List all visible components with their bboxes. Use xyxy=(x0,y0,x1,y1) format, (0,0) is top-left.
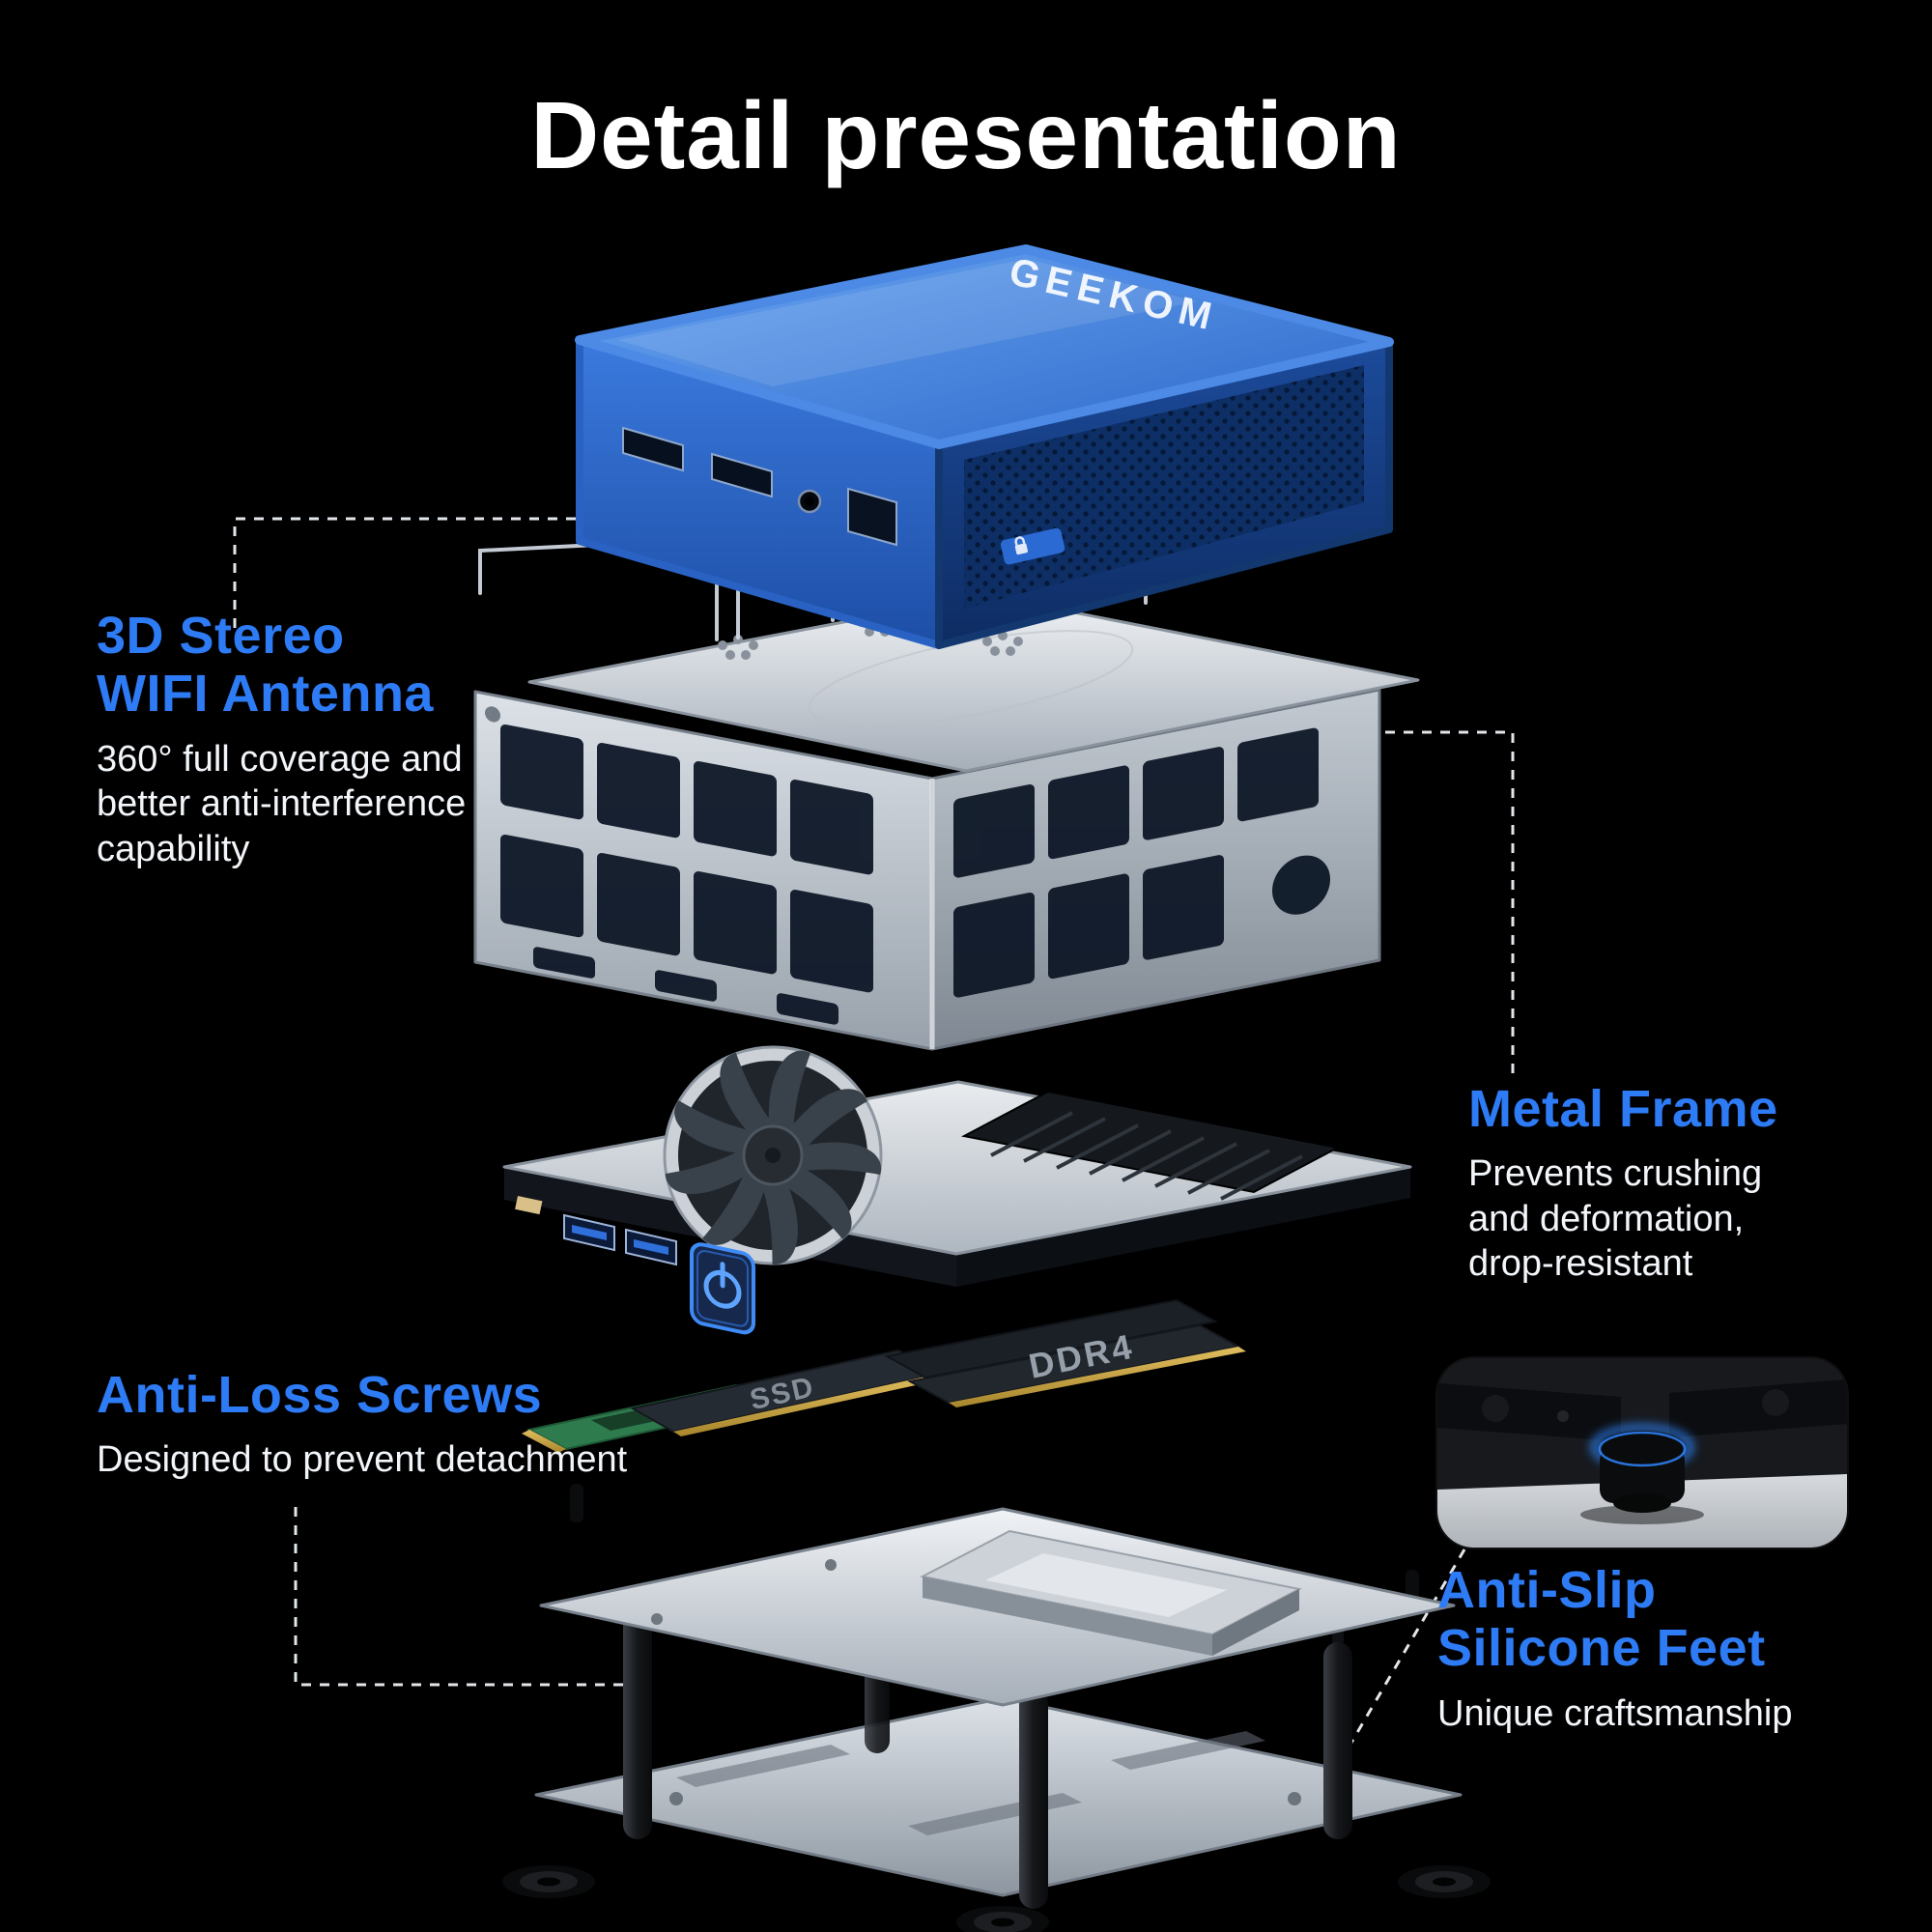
silicone-foot xyxy=(1591,1425,1693,1513)
mini-pc-case: GEEKOM xyxy=(575,244,1394,649)
power-icon xyxy=(703,1262,742,1309)
page-title: Detail presentation xyxy=(530,82,1402,188)
wifi-annotation-body: 360° full coverage and better anti-inter… xyxy=(97,738,467,869)
feet-callout-line xyxy=(1337,1548,1466,1765)
metal-frame-annotation-body: Prevents crushing and deformation, drop-… xyxy=(1468,1153,1763,1285)
rubber-feet xyxy=(502,1865,1491,1932)
feet-annotation-heading: Anti-Slip Silicone Feet xyxy=(1437,1561,1766,1678)
case-top-face xyxy=(575,244,1394,449)
storage-tray xyxy=(539,1484,1456,1707)
metal-frame-annotation: Metal Frame Prevents crushing and deform… xyxy=(1468,1080,1778,1287)
foot-front xyxy=(956,1906,1049,1932)
hdd-drive xyxy=(920,1529,1302,1656)
ssd-label: SSD xyxy=(747,1371,817,1416)
metal-frame-callout-line xyxy=(1349,730,1515,1074)
memory-modules: SSD DDR4 xyxy=(522,1298,1246,1453)
base-plate xyxy=(534,1696,1463,1897)
screws-annotation: Anti-Loss Screws Designed to prevent det… xyxy=(97,1366,627,1483)
wifi-heading-line1: 3D Stereo xyxy=(97,607,345,665)
usb-a-port xyxy=(711,452,773,498)
usb-c-port xyxy=(847,487,897,547)
heatsink xyxy=(961,1090,1341,1201)
wifi-heading-line2: WIFI Antenna xyxy=(97,665,434,724)
base-bracket xyxy=(1437,1379,1847,1441)
ddr4-modules: DDR4 xyxy=(884,1298,1246,1407)
feet-annotation-body: Unique craftsmanship xyxy=(1437,1692,1793,1734)
power-button xyxy=(690,1242,755,1335)
front-ports xyxy=(622,426,897,547)
feet-closeup-inset xyxy=(1437,1358,1847,1548)
anti-loss-screw xyxy=(570,1484,583,1522)
cooling-fan xyxy=(661,1043,889,1271)
front-usb-ports xyxy=(563,1213,677,1266)
feet-closeup-drawing xyxy=(1437,1358,1847,1548)
usb-a-port xyxy=(622,426,684,472)
lock-icon xyxy=(1014,543,1028,555)
wifi-annotation-heading: 3D Stereo WIFI Antenna xyxy=(97,607,466,724)
feet-annotation: Anti-Slip Silicone Feet Unique craftsman… xyxy=(1437,1561,1793,1736)
callout-lines xyxy=(233,517,1515,1765)
metal-frame xyxy=(473,688,1381,1051)
screws-callout-line xyxy=(294,1507,638,1687)
fan-assembly xyxy=(502,1043,1412,1335)
screws-annotation-body: Designed to prevent detachment xyxy=(97,1439,628,1481)
ssd-module: SSD xyxy=(630,1349,947,1436)
metal-frame-annotation-heading: Metal Frame xyxy=(1468,1080,1778,1138)
kensington-lock-slot xyxy=(1000,527,1065,565)
foot-left xyxy=(502,1865,595,1898)
wifi-annotation: 3D Stereo WIFI Antenna 360° full coverag… xyxy=(97,607,466,871)
screws-annotation-heading: Anti-Loss Screws xyxy=(97,1366,543,1424)
foot-right xyxy=(1398,1865,1491,1898)
